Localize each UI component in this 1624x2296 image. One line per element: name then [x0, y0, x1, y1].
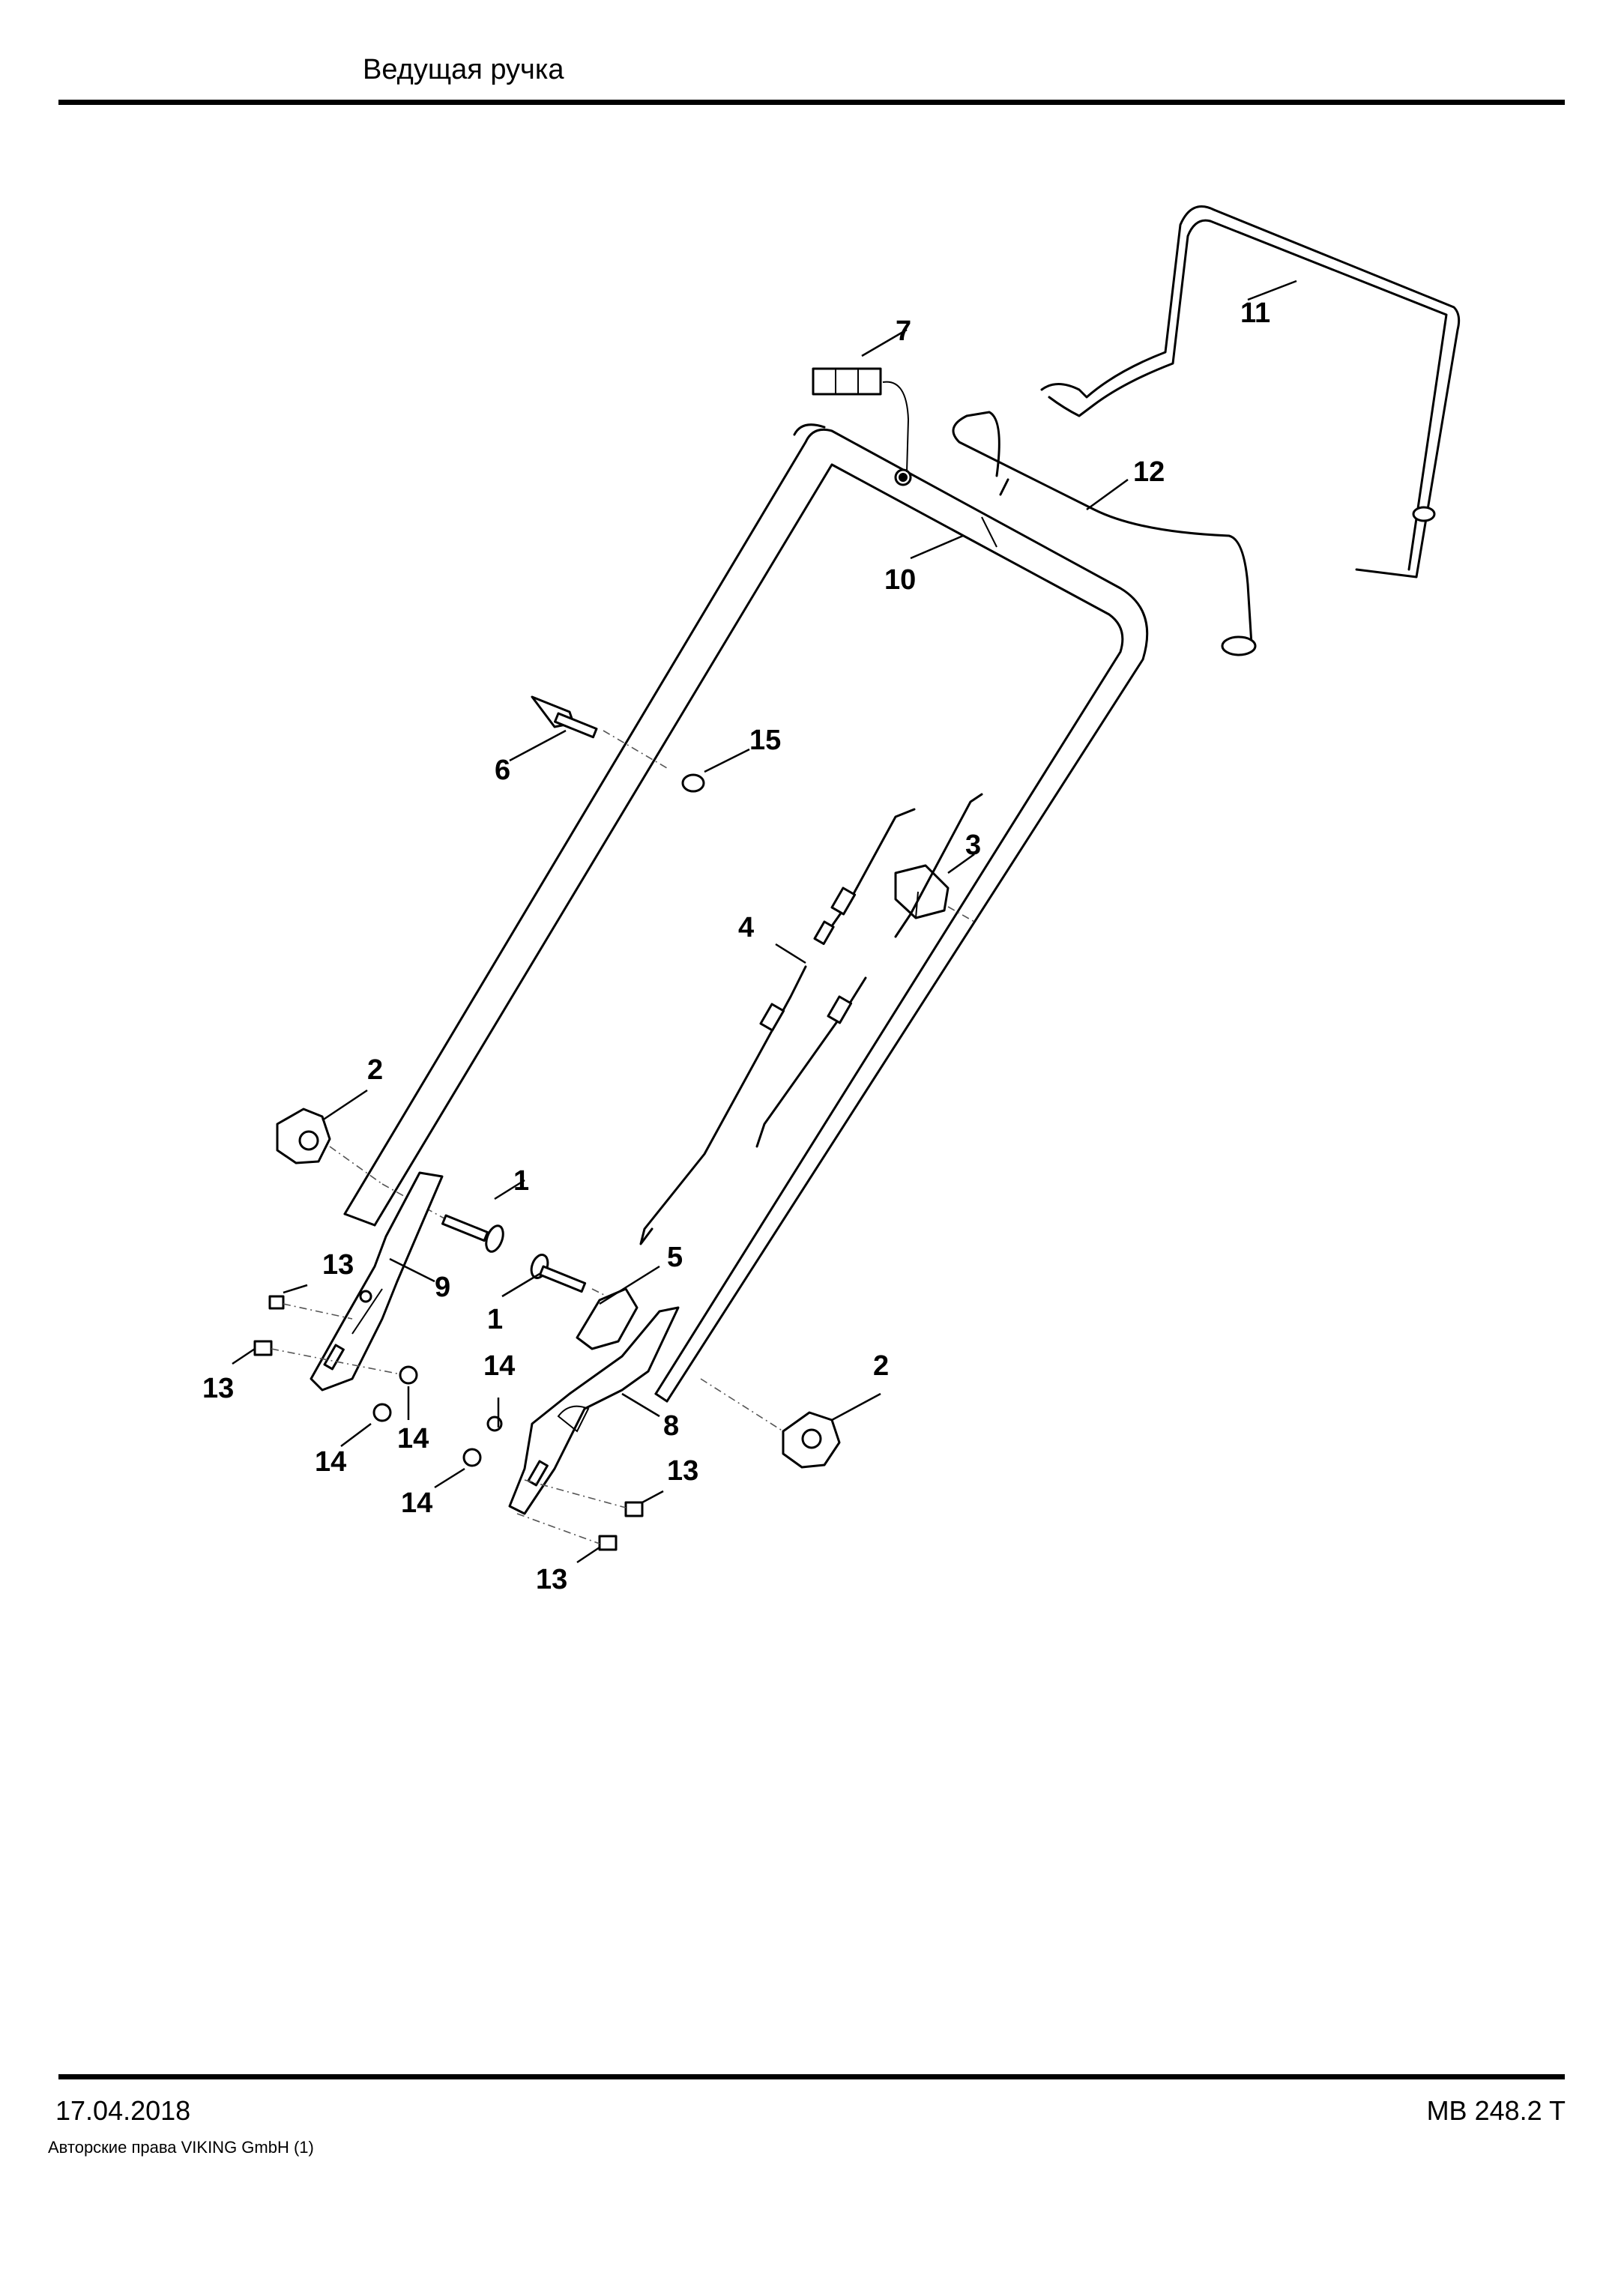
- footer-copyright: Авторские права VIKING GmbH (1): [48, 2138, 314, 2157]
- header-rule: [58, 100, 1565, 105]
- footer-model: MB 248.2 T: [1426, 2095, 1566, 2126]
- callout-13-c: 13: [667, 1455, 698, 1487]
- callout-5: 5: [667, 1242, 683, 1273]
- part-plug-15: [681, 773, 705, 793]
- callout-14-c: 14: [483, 1350, 515, 1382]
- callout-13-b: 13: [202, 1373, 234, 1404]
- callout-2-right: 2: [873, 1350, 889, 1382]
- part-cable-clip-3: [894, 864, 975, 922]
- part-bracket-9: [310, 1171, 444, 1392]
- callout-10: 10: [884, 564, 916, 596]
- callout-11: 11: [1240, 297, 1270, 329]
- callout-leaders: [232, 280, 1297, 1564]
- callout-1-lower: 1: [487, 1304, 503, 1335]
- callout-labels: 7 11 12 10 6 15 3 4 2 1 9 1 5 13 13 14 1…: [202, 297, 1270, 1595]
- callout-6: 6: [495, 755, 510, 786]
- part-nuts-14: [372, 1365, 503, 1467]
- callout-2-left: 2: [367, 1054, 383, 1086]
- part-knob-2-right: [700, 1378, 841, 1469]
- footer-rule: [58, 2074, 1565, 2079]
- page-title: Ведущая ручка: [363, 54, 564, 85]
- part-bolt-6: [531, 695, 668, 769]
- part-control-bail: [1040, 205, 1461, 578]
- callout-7: 7: [896, 315, 911, 347]
- part-screws-13: [253, 1295, 644, 1551]
- part-warning-label: [812, 367, 910, 473]
- part-control-cable: [952, 411, 1436, 656]
- part-knob-2-left: [276, 1108, 383, 1185]
- callout-4: 4: [738, 912, 754, 943]
- callout-15: 15: [749, 725, 781, 756]
- part-cables-4: [639, 793, 983, 1245]
- callout-12: 12: [1133, 456, 1165, 488]
- callout-13-a: 13: [322, 1249, 354, 1281]
- part-bolt-1-lower: [530, 1254, 630, 1308]
- callout-14-a: 14: [315, 1446, 346, 1478]
- callout-14-b: 14: [397, 1423, 429, 1454]
- part-bracket-8: [508, 1306, 680, 1515]
- callout-14-d: 14: [401, 1487, 432, 1519]
- callout-13-d: 13: [536, 1564, 567, 1595]
- callout-3: 3: [965, 830, 981, 861]
- part-handle-bar: [343, 423, 1149, 1403]
- footer-date: 17.04.2018: [55, 2095, 191, 2126]
- part-cover-5: [576, 1287, 639, 1350]
- callout-1-upper: 1: [513, 1165, 529, 1197]
- callout-9: 9: [435, 1272, 450, 1303]
- callout-8: 8: [663, 1410, 679, 1442]
